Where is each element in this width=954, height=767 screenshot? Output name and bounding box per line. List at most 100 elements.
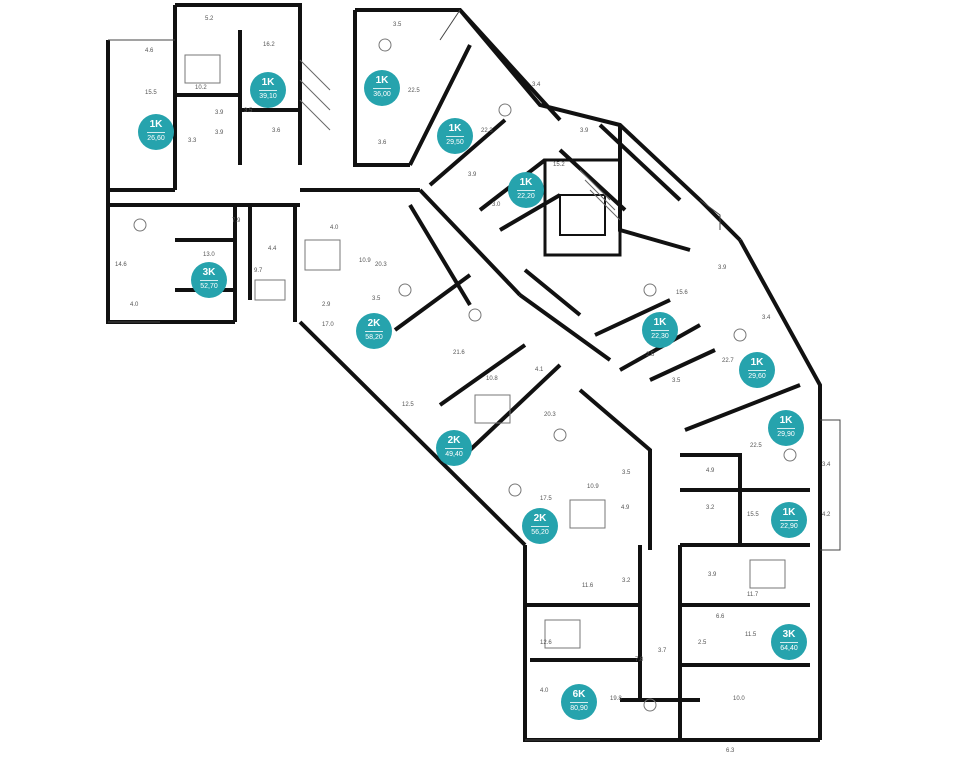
room-area: 3.9 <box>215 130 224 136</box>
room-area: 7.8 <box>635 657 644 663</box>
room-area: 3.4 <box>822 462 831 468</box>
apartment-area: 39,10 <box>259 93 277 100</box>
room-area: 4.0 <box>130 302 139 308</box>
room-area: 3.9 <box>708 572 717 578</box>
room-area: 3.5 <box>244 108 253 114</box>
room-area: 4.0 <box>540 688 549 694</box>
room-area: 15.5 <box>747 512 759 518</box>
room-area: 4.6 <box>145 48 154 54</box>
room-area: 3.7 <box>658 648 667 654</box>
room-area: 6.3 <box>726 748 735 754</box>
apartment-badge[interactable]: 1K 29,90 <box>768 410 804 446</box>
room-area: 14.6 <box>115 262 127 268</box>
apartment-area: 22,30 <box>651 333 669 340</box>
room-area: 4.9 <box>621 505 630 511</box>
apartment-type: 1K <box>779 415 793 426</box>
apartment-area: 80,90 <box>570 705 588 712</box>
room-area: 9.7 <box>254 268 263 274</box>
room-area: 15.6 <box>676 290 688 296</box>
apartment-area: 29,50 <box>446 139 464 146</box>
room-area: 3.4 <box>532 82 541 88</box>
apartment-badge[interactable]: 2K 58,20 <box>356 313 392 349</box>
apartment-area: 49,40 <box>445 451 463 458</box>
room-area: 21.6 <box>453 350 465 356</box>
room-area: 3.6 <box>272 128 281 134</box>
room-area: 13.0 <box>203 252 215 258</box>
core-lift <box>559 194 606 236</box>
apartment-badge[interactable]: 2K 49,40 <box>436 430 472 466</box>
room-area: 16.2 <box>263 42 275 48</box>
diagonal-wing-walls <box>298 188 652 550</box>
apartment-badge[interactable]: 1K 36,00 <box>364 70 400 106</box>
room-area: 3.9 <box>468 172 477 178</box>
room-area: 10.9 <box>359 258 371 264</box>
apartment-area: 36,00 <box>373 91 391 98</box>
room-area: 4.0 <box>330 225 339 231</box>
apartment-area: 22,20 <box>517 193 535 200</box>
room-area: 3.0 <box>492 202 501 208</box>
room-area: 4.9 <box>706 468 715 474</box>
room-area: 10.8 <box>486 376 498 382</box>
room-area: 6.6 <box>716 614 725 620</box>
room-area: 7.9 <box>232 218 241 224</box>
room-area: 2.5 <box>698 640 707 646</box>
room-area: 11.5 <box>745 632 757 638</box>
room-area: 10.2 <box>195 85 207 91</box>
apartment-type: 1K <box>375 75 389 86</box>
apartment-area: 52,70 <box>200 283 218 290</box>
room-area: 3.9 <box>215 110 224 116</box>
room-area: 10.9 <box>587 484 599 490</box>
room-area: 3.2 <box>706 505 715 511</box>
apartment-type: 2K <box>533 513 547 524</box>
room-area: 22.5 <box>750 443 762 449</box>
apartment-area: 58,20 <box>365 334 383 341</box>
core-stairs <box>543 158 622 257</box>
apartment-type: 6K <box>572 689 586 700</box>
apartment-badge[interactable]: 3K 52,70 <box>191 262 227 298</box>
room-area: 11.6 <box>582 583 594 589</box>
room-area: 3.6 <box>378 140 387 146</box>
room-area: 20.3 <box>375 262 387 268</box>
room-area: 3.9 <box>580 128 589 134</box>
apartment-area: 22,90 <box>780 523 798 530</box>
room-area: 12.6 <box>540 640 552 646</box>
apartment-badge[interactable]: 1K 22,90 <box>771 502 807 538</box>
room-area: 19.8 <box>610 696 622 702</box>
apartment-type: 3K <box>202 267 216 278</box>
room-area: 4.4 <box>268 246 277 252</box>
room-area: 3.5 <box>372 296 381 302</box>
apartment-badge[interactable]: 1K 39,10 <box>250 72 286 108</box>
apartment-type: 2K <box>367 318 381 329</box>
room-area: 22.3 <box>481 128 493 134</box>
room-area: 22.5 <box>408 88 420 94</box>
room-area: 3.5 <box>393 22 402 28</box>
corridor-walls <box>298 10 420 192</box>
room-area: 4.2 <box>822 512 831 518</box>
apartment-type: 1K <box>149 119 163 130</box>
room-area: 15.5 <box>145 90 157 96</box>
room-area: 3.9 <box>718 265 727 271</box>
apartment-badge[interactable]: 6K 80,90 <box>561 684 597 720</box>
room-area: 3.5 <box>622 470 631 476</box>
room-area: 11.7 <box>747 592 759 598</box>
room-area: 15.2 <box>553 162 565 168</box>
room-area: 22.7 <box>722 358 734 364</box>
room-area: 12.5 <box>402 402 414 408</box>
apartment-type: 2K <box>447 435 461 446</box>
apartment-area: 29,90 <box>777 431 795 438</box>
apartment-area: 26,60 <box>147 135 165 142</box>
apartment-area: 29,60 <box>748 373 766 380</box>
apartment-type: 1K <box>448 123 462 134</box>
apartment-badge[interactable]: 1K 29,50 <box>437 118 473 154</box>
room-area: 17.0 <box>322 322 334 328</box>
room-area: 10.0 <box>733 696 745 702</box>
apartment-badge[interactable]: 1K 26,60 <box>138 114 174 150</box>
apartment-type: 1K <box>261 77 275 88</box>
apartment-type: 1K <box>782 507 796 518</box>
